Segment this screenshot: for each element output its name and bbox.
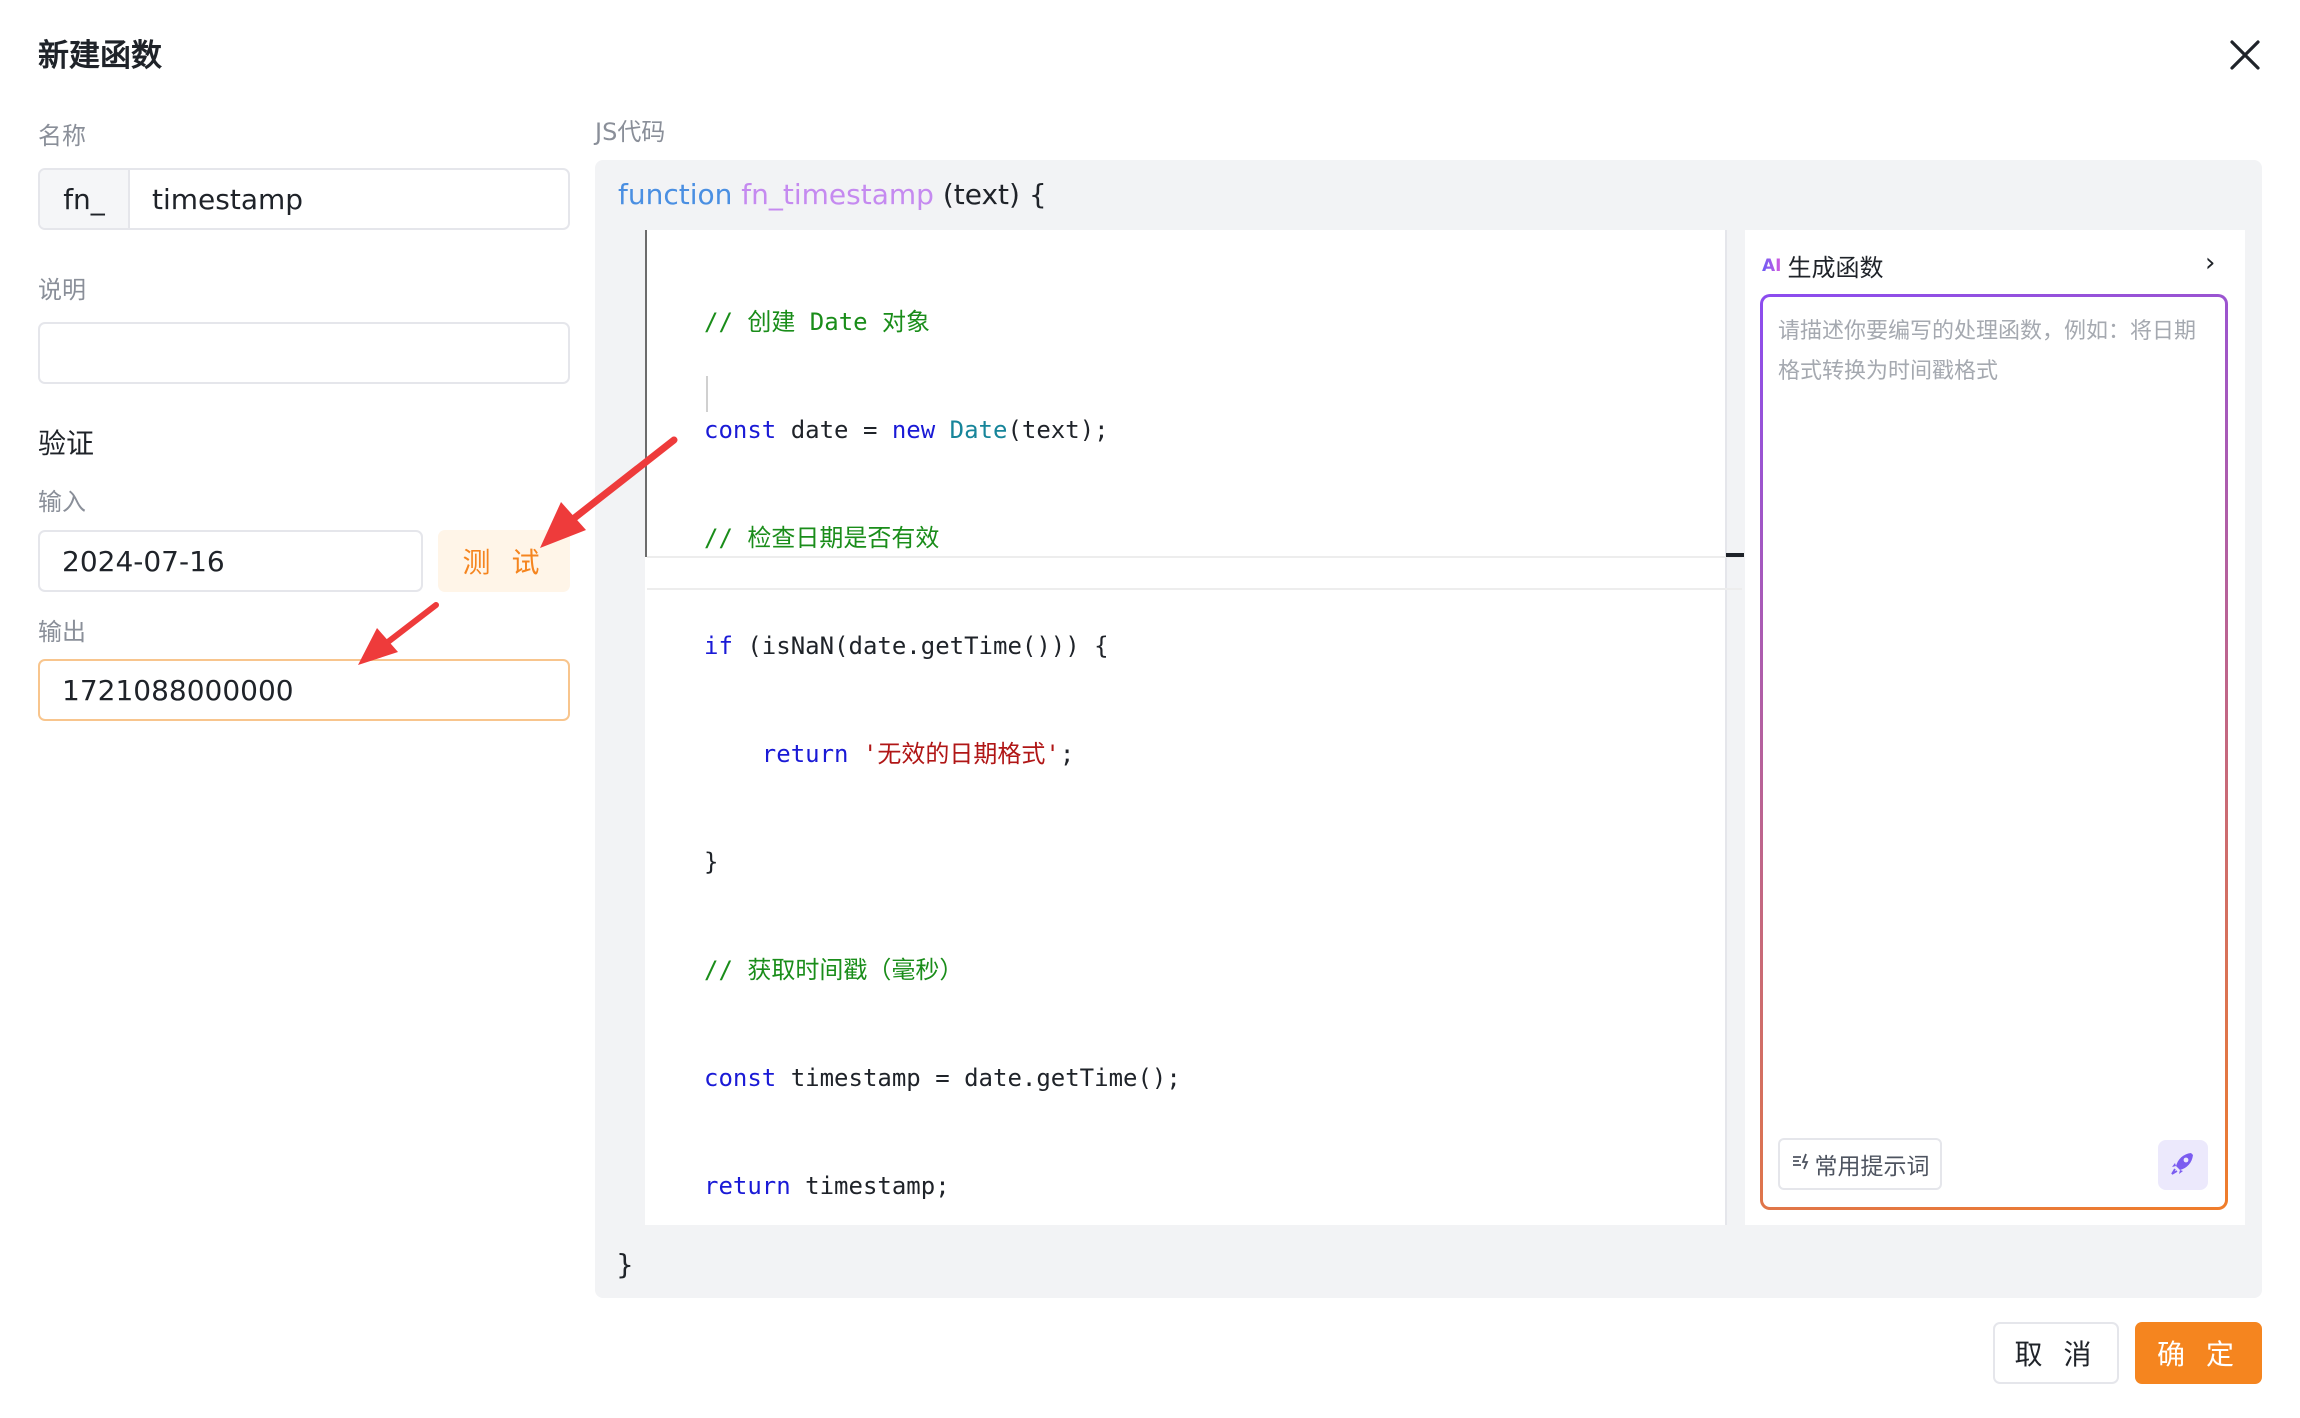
verify-section-title: 验证 [38, 427, 95, 460]
code-line: const timestamp = date.getTime(); [704, 1064, 1181, 1092]
confirm-button[interactable]: 确 定 [2135, 1322, 2262, 1384]
ai-panel-title: 生成函数 [1787, 254, 1884, 282]
function-keyword: function [618, 178, 733, 211]
code-line: if (isNaN(date.getTime())) { [704, 632, 1109, 660]
test-input[interactable]: 2024-07-16 [38, 530, 423, 592]
rocket-icon [2169, 1149, 2197, 1181]
function-signature: function fn_timestamp (text) { [618, 178, 1047, 211]
test-button[interactable]: 测 试 [438, 530, 570, 592]
code-editor[interactable] [645, 230, 1727, 1225]
function-params: (text) { [942, 178, 1047, 211]
editor-divider [1725, 230, 1727, 1225]
code-line: // 获取时间戳（毫秒） [704, 956, 964, 984]
code-line: // 创建 Date 对象 [704, 308, 931, 336]
code-line: } [704, 848, 719, 876]
description-label: 说明 [38, 276, 86, 304]
function-name: fn_timestamp [741, 178, 934, 211]
ai-prompt-placeholder: 请描述你要编写的处理函数，例如：将日期格式转换为时间戳格式 [1778, 319, 2197, 384]
chevron-right-icon[interactable]: › [2205, 248, 2216, 278]
ai-icon: AI [1762, 255, 1782, 276]
prompt-list-icon [1791, 1151, 1811, 1177]
code-line: // 检查日期是否有效 [704, 524, 940, 552]
dialog-title: 新建函数 [38, 38, 162, 74]
name-label: 名称 [38, 122, 86, 150]
name-field[interactable]: fn_ timestamp [38, 168, 570, 230]
description-input[interactable] [38, 322, 570, 384]
arrow-to-output-field [358, 602, 439, 665]
name-prefix: fn_ [40, 170, 130, 228]
generate-button[interactable] [2158, 1140, 2208, 1190]
code-label: JS代码 [595, 118, 666, 146]
cancel-button[interactable]: 取 消 [1993, 1322, 2119, 1384]
code-line: return '无效的日期格式'; [761, 740, 1075, 768]
code-body[interactable]: // 创建 Date 对象 const date = new Date(text… [704, 232, 1181, 1240]
scrollbar-marker[interactable] [1726, 553, 1744, 557]
code-line: return timestamp; [704, 1172, 950, 1200]
name-input[interactable]: timestamp [152, 182, 304, 216]
input-label: 输入 [38, 488, 86, 516]
editor-gutter-line [645, 230, 647, 557]
indent-guide [706, 376, 708, 412]
common-prompts-button[interactable]: 常用提示词 [1778, 1138, 1942, 1190]
close-icon[interactable] [2228, 38, 2262, 72]
ai-prompt-textarea[interactable] [1760, 294, 2228, 1210]
closing-brace: } [616, 1248, 634, 1281]
output-label: 输出 [38, 618, 86, 646]
active-line-highlight [647, 556, 1742, 590]
code-line: const date = new Date(text); [704, 416, 1109, 444]
output-field[interactable]: 1721088000000 [38, 659, 570, 721]
ai-panel-header: AI 生成函数 [1762, 248, 1883, 283]
common-prompts-label: 常用提示词 [1814, 1154, 1930, 1180]
